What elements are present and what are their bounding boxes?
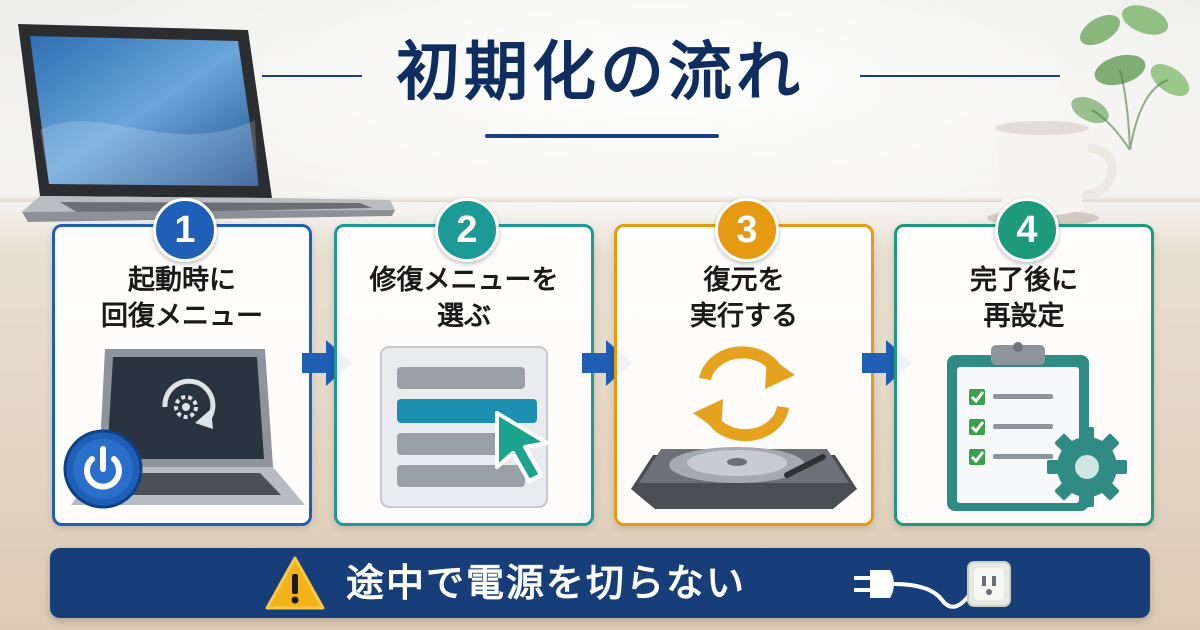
arrow-right-icon (582, 340, 632, 386)
page-title: 初期化の流れ (396, 36, 804, 110)
step-4-line-1: 完了後に (970, 265, 1078, 296)
step-3-line-1: 復元を (703, 265, 785, 296)
step-card-2: 修復メニューを 選ぶ (334, 224, 594, 526)
step-1-line-2: 回復メニュー (101, 301, 263, 332)
step-1-label: 起動時に 回復メニュー (55, 263, 309, 335)
title-rule-right (860, 75, 1060, 77)
warning-triangle-icon (265, 556, 325, 610)
title-rule-left (262, 75, 362, 77)
warning-banner: 途中で電源を切らない (50, 548, 1150, 618)
step-3-badge: 3 (715, 198, 779, 262)
arrow-right-icon (302, 340, 352, 386)
step-4-badge: 4 (995, 198, 1059, 262)
menu-list-icon (380, 346, 549, 508)
background-plant-icon (1071, 5, 1190, 150)
step-2-badge: 2 (435, 198, 499, 262)
step-1-badge: 1 (153, 198, 217, 262)
step-2-label: 修復メニューを 選ぶ (337, 263, 591, 335)
title-underline (485, 134, 719, 138)
power-plug-icon (854, 561, 1011, 609)
step-2-line-1: 修復メニューを (369, 265, 559, 296)
step-3-label: 復元を 実行する (617, 263, 871, 335)
cursor-arrow-icon (495, 411, 549, 483)
step-4-line-2: 再設定 (983, 301, 1065, 332)
gear-icon (1047, 427, 1127, 507)
clipboard-checklist-icon (947, 342, 1127, 511)
laptop-icon (63, 349, 305, 509)
desk-edge (0, 196, 1200, 202)
arrow-right-icon (862, 340, 912, 386)
step-3-line-2: 実行する (690, 301, 798, 332)
sync-arrows-icon (693, 346, 795, 442)
step-2-line-2: 選ぶ (437, 301, 491, 332)
power-button-icon (63, 429, 143, 509)
step-card-3: 復元を 実行する (614, 224, 874, 526)
step-4-label: 完了後に 再設定 (897, 263, 1151, 335)
warning-text: 途中で電源を切らない (346, 561, 747, 605)
step-card-4: 完了後に 再設定 (894, 224, 1154, 526)
step-card-1: 起動時に 回復メニュー (52, 224, 312, 526)
title-block: 初期化の流れ (300, 28, 900, 118)
hard-drive-icon (631, 346, 857, 509)
step-1-line-1: 起動時に (128, 265, 236, 296)
restart-gear-icon (162, 378, 216, 429)
